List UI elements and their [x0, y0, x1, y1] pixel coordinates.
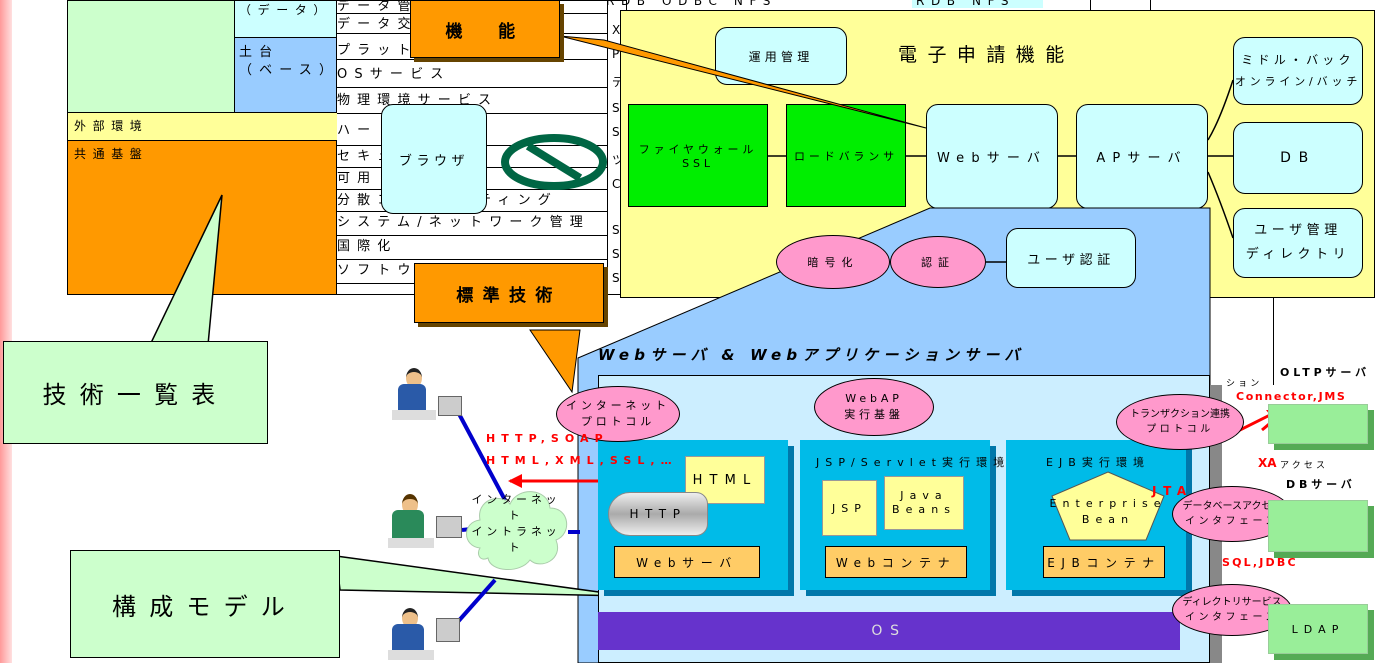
enterprise-bean-label: Enterprise Bean	[1049, 497, 1167, 526]
kinou-label: 機 能	[410, 0, 560, 58]
prohibited-bar	[525, 142, 583, 182]
shon-text: ション	[1226, 379, 1263, 389]
letter: S	[612, 101, 620, 115]
cell-base: 土台 （ベース）	[235, 38, 337, 113]
internet-protocol-ellipse: インターネット プロトコル	[556, 386, 680, 442]
conn-ap-usermgmt	[1207, 171, 1234, 239]
access-text: アクセス	[1280, 461, 1329, 471]
ejb-env-label: EJB実行環境	[1046, 456, 1151, 469]
jsp-doc: JSP	[822, 480, 877, 536]
gijutsu-pointer	[148, 194, 223, 346]
hyoujun-label: 標準技術	[414, 263, 604, 323]
model-title: Webサーバ & Webアプリケーションサーバ	[598, 346, 1025, 364]
letter: S	[612, 271, 620, 285]
top-text-2: RDB NFS	[912, 0, 1044, 8]
db-server-box	[1268, 500, 1368, 552]
top-text-1: RDB ODBC NFS	[606, 0, 778, 8]
user-computer-icon	[388, 492, 464, 558]
letter: P	[612, 47, 620, 61]
webcontainer-bar: Webコンテナ	[825, 546, 967, 578]
user-computer-icon	[392, 366, 464, 430]
unyou-box[interactable]: 運用管理	[715, 27, 847, 85]
webserver-bar: Webサーバ	[614, 546, 760, 578]
xa-text: XA	[1258, 456, 1277, 470]
http-arrow-head-l	[508, 474, 522, 488]
loadbalancer-box[interactable]: ロードバランサ	[786, 104, 906, 207]
user-computer-icon	[388, 606, 464, 663]
row-i18n: 国際化	[337, 235, 607, 260]
user-ninsho-box[interactable]: ユーザ認証	[1006, 228, 1136, 288]
http-cylinder: HTTP	[608, 492, 708, 536]
http-protocol-text: HTTP,SOAP HTML,XML,SSL,…	[486, 432, 678, 467]
sqljdbc-text: SQL,JDBC	[1222, 556, 1298, 569]
db-box[interactable]: DB	[1233, 122, 1363, 194]
conn-ap-middle	[1207, 79, 1234, 141]
oltp-server-box	[1268, 404, 1368, 444]
apserver-box[interactable]: APサーバ	[1076, 104, 1208, 209]
kinou-pointer	[559, 35, 927, 129]
ninsho-ellipse: 認証	[890, 236, 986, 288]
table-green-cell	[68, 1, 235, 113]
oltp-label: OLTPサーバ	[1280, 366, 1370, 379]
network-cloud-icon	[466, 491, 567, 570]
enterprise-bean-shape	[1051, 471, 1165, 541]
letter: X	[612, 23, 621, 37]
usermgmt-box[interactable]: ユーザ管理 ディレクトリ	[1233, 208, 1363, 278]
webserver-box[interactable]: Webサーバ	[926, 104, 1058, 209]
kousei-label: 構成モデル	[70, 550, 340, 658]
jsp-env-label: JSP/Servlet実行環境	[816, 456, 1011, 469]
right-frame-line-3	[1273, 295, 1274, 385]
letter: S	[612, 247, 620, 261]
cell-data: （データ）	[235, 1, 337, 38]
gijutsu-label: 技術一覧表	[3, 341, 268, 444]
jta-text: JTA	[1152, 484, 1193, 498]
cloud-label: インターネット イントラネット	[471, 493, 561, 554]
left-pink-edge	[0, 0, 12, 663]
ldap-box: LDAP	[1268, 604, 1368, 654]
ejbcontainer-bar: EJBコンテナ	[1043, 546, 1165, 578]
firewall-box[interactable]: ファイヤウォール SSL	[628, 104, 768, 207]
os-bar: OS	[598, 612, 1180, 650]
row-os-service: OSサービス	[337, 63, 607, 88]
tx-ellipse: トランザクション連携 プロトコル	[1116, 394, 1244, 450]
net-line-1	[456, 411, 507, 501]
angouka-ellipse: 暗号化	[776, 235, 890, 289]
hyoujun-pointer	[529, 329, 581, 394]
browser-box[interactable]: ブラウザ	[381, 104, 487, 214]
prohibited-icon	[501, 134, 607, 190]
enterprise-bean-pentagon	[1051, 471, 1165, 541]
dbserver-label: DBサーバ	[1286, 478, 1356, 491]
letter: S	[612, 223, 620, 237]
webap-ellipse: WebAP 実行基盤	[814, 378, 934, 436]
electronic-title: 電子申請機能	[898, 44, 1075, 66]
net-line-3	[453, 578, 497, 627]
letter: S	[612, 125, 620, 139]
letter: C	[612, 177, 621, 191]
row-external: 外部環境	[68, 113, 337, 141]
row-sysnet: システム/ネットワーク管理	[337, 211, 607, 236]
cloud-path	[466, 491, 567, 570]
middle-box[interactable]: ミドル・バック オンライン/バッチ	[1233, 37, 1363, 105]
connector-text: Connector,JMS	[1236, 390, 1347, 403]
javabeans-doc: Java Beans	[884, 476, 964, 530]
